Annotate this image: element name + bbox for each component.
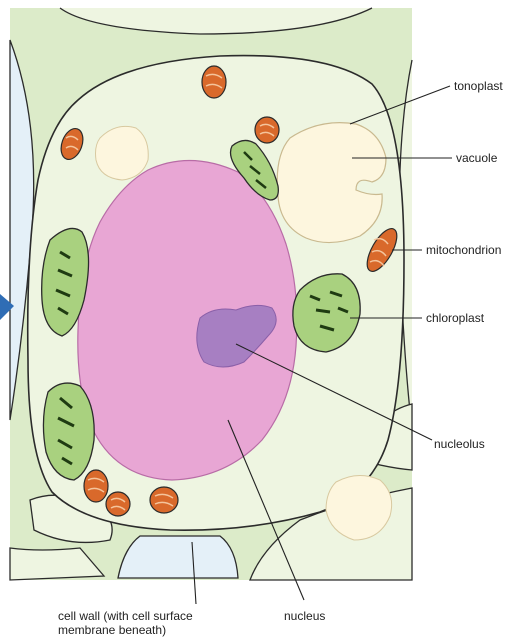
label-vacuole: vacuole: [456, 151, 498, 165]
label-cell-wall-line2: membrane beneath): [58, 623, 166, 637]
label-chloroplast: chloroplast: [426, 311, 485, 325]
label-nucleus: nucleus: [284, 609, 325, 623]
mitochondrion-6: [106, 492, 130, 516]
intercellular-space-bottom: [118, 536, 238, 578]
label-tonoplast: tonoplast: [454, 79, 503, 93]
label-cell-wall-line1: cell wall (with cell surface: [58, 609, 193, 623]
vacuole-small-top: [96, 126, 149, 180]
label-mitochondrion: mitochondrion: [426, 243, 501, 257]
mitochondrion-1: [202, 66, 226, 98]
label-nucleolus: nucleolus: [434, 437, 485, 451]
mitochondrion-5: [84, 470, 108, 502]
mitochondrion-7: [150, 487, 178, 513]
mitochondrion-3: [255, 117, 279, 143]
